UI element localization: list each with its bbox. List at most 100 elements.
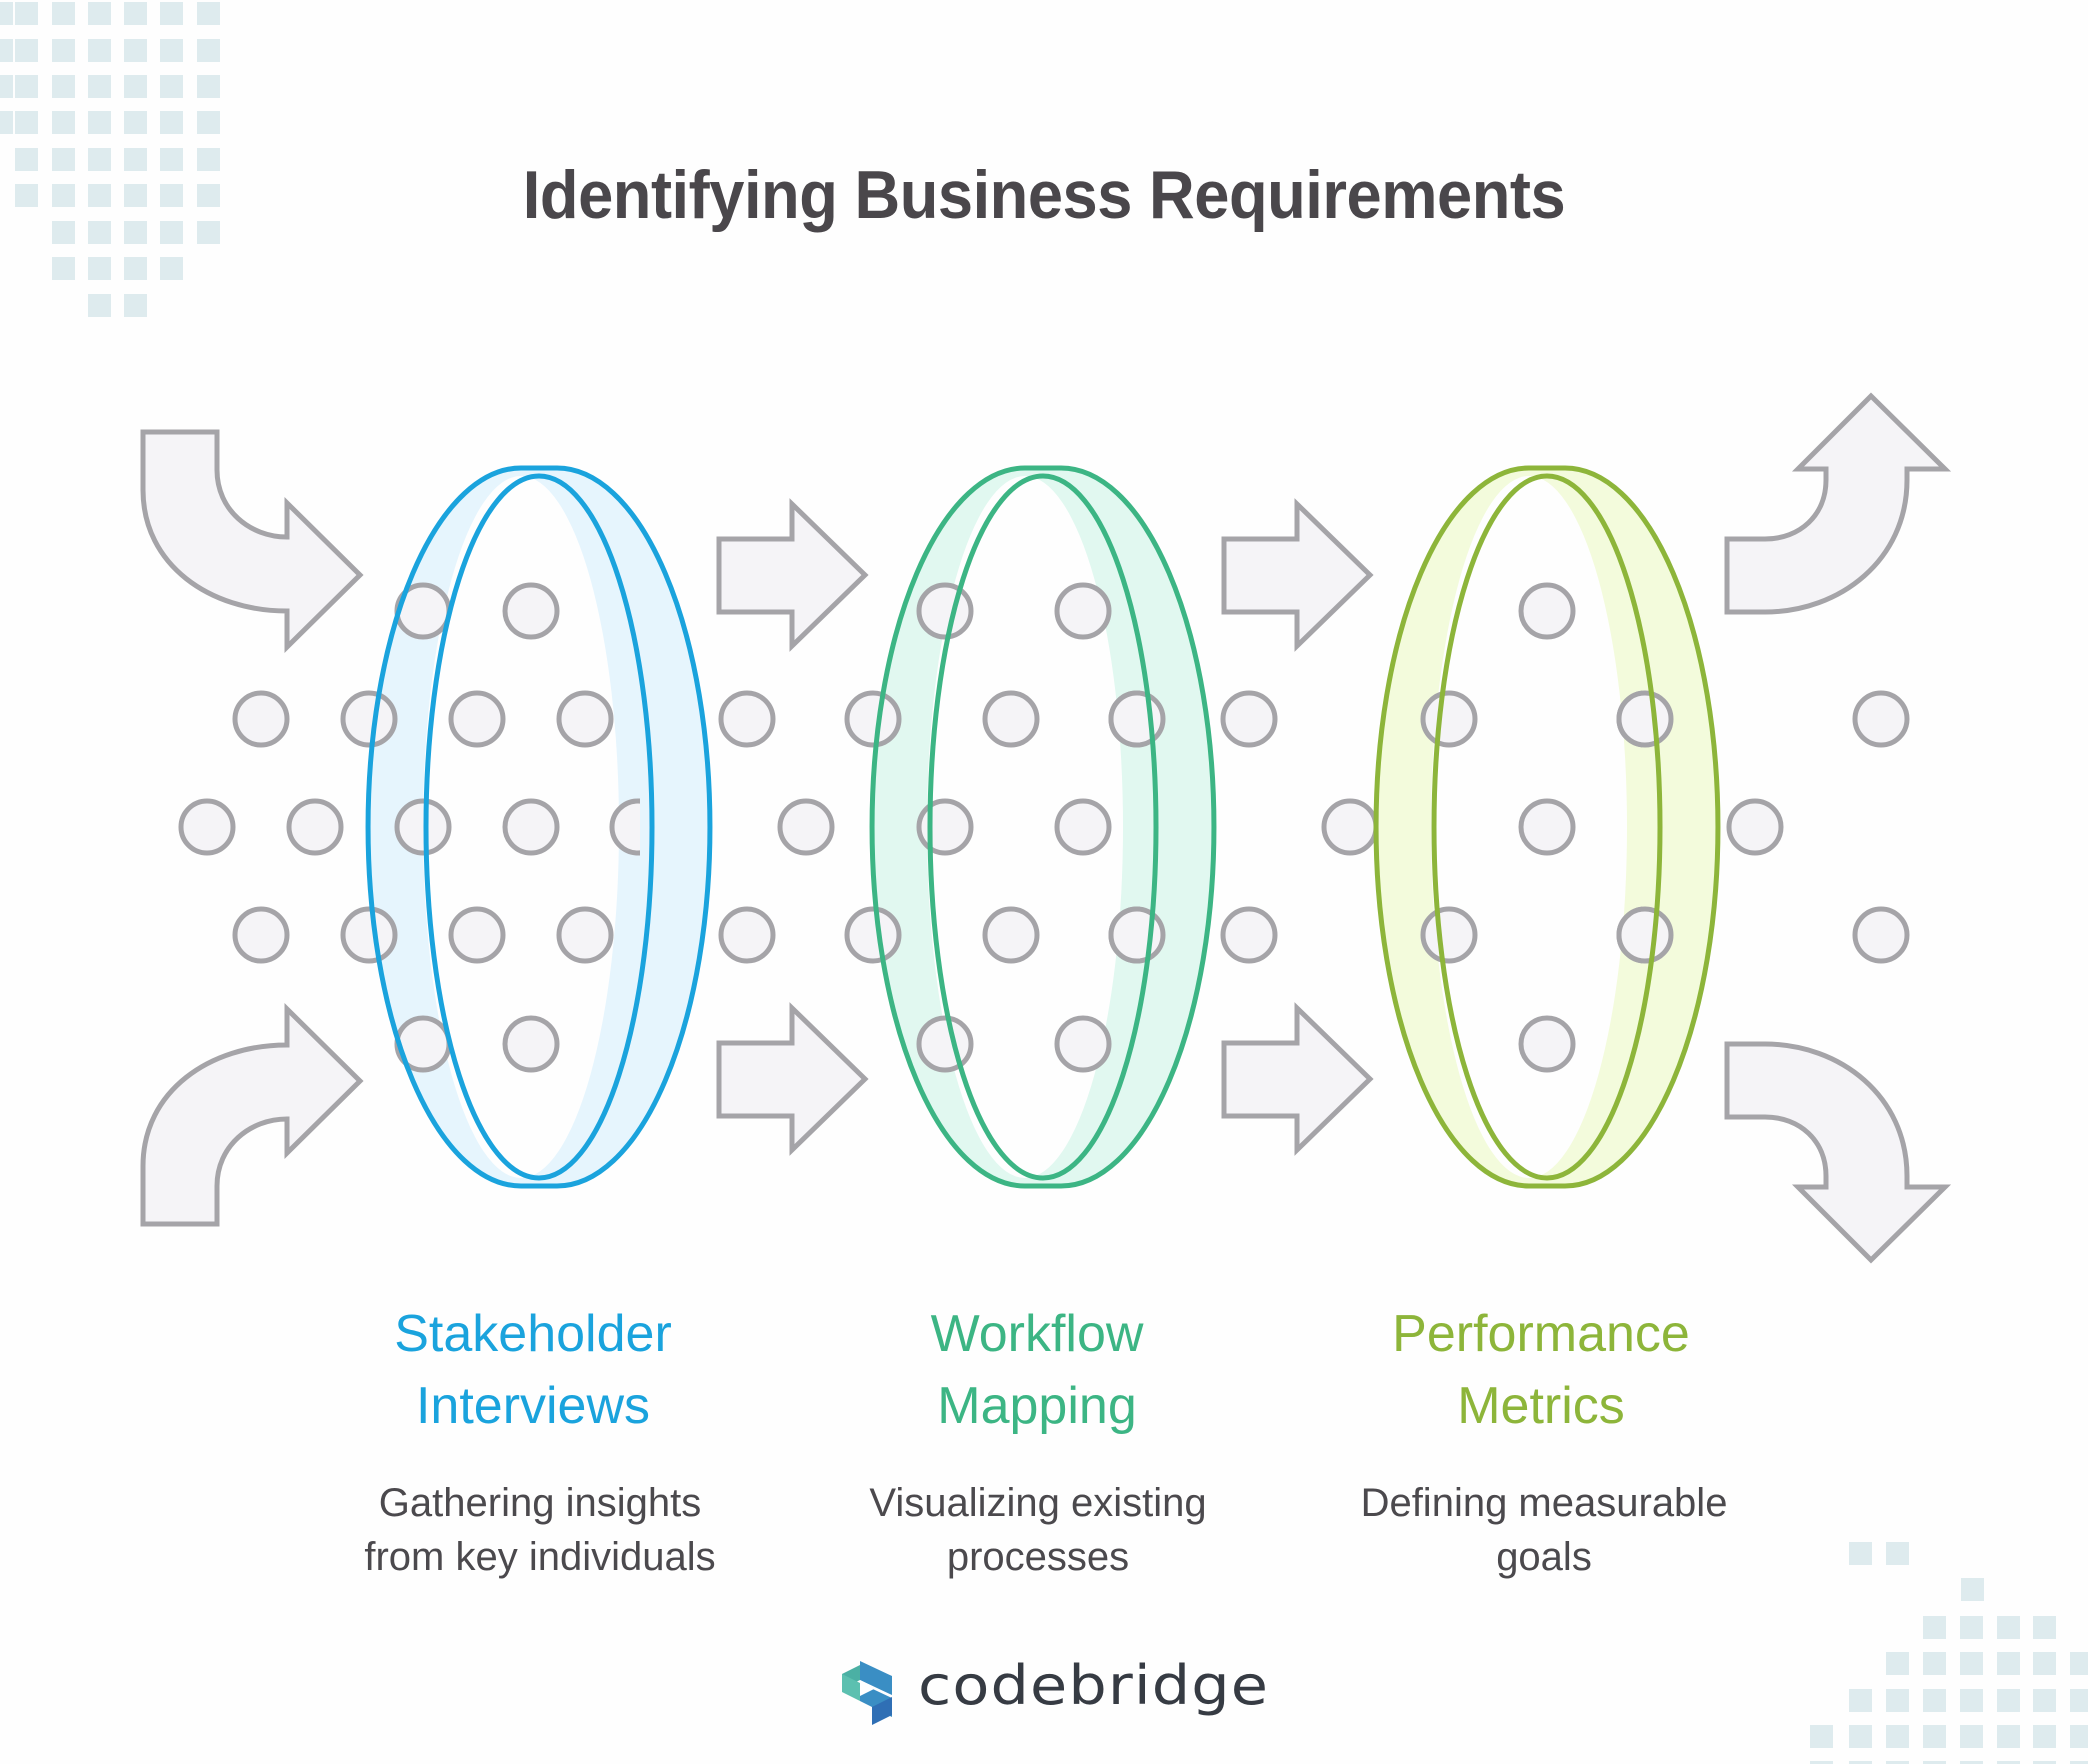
grid-square (52, 75, 75, 98)
grid-square (1886, 1542, 1909, 1565)
decorative-grid-top-left (0, 2, 220, 317)
grid-square (1849, 1761, 1872, 1764)
circle-icon (1616, 690, 1642, 748)
circle-icon (982, 906, 1040, 964)
circle-icon (1220, 690, 1278, 748)
circle-icon (232, 690, 290, 748)
circle-icon (394, 798, 452, 856)
grid-square (1886, 1652, 1909, 1675)
stage-desc-stakeholder-interviews: Gathering insights from key individuals (310, 1476, 770, 1584)
grid-square (197, 221, 220, 244)
stage-desc-performance-metrics: Defining measurable goals (1314, 1476, 1774, 1584)
ring-outline (869, 465, 1217, 1189)
particle-dots (178, 582, 1910, 1073)
grid-square (197, 2, 220, 25)
circle-icon (916, 1015, 974, 1073)
circle-icon (777, 798, 835, 856)
grid-square (160, 221, 183, 244)
grid-square (52, 148, 75, 171)
grid-square (1961, 1578, 1984, 1601)
codebridge-logo: codebridge (836, 1642, 1268, 1728)
grid-square (52, 221, 75, 244)
circle-icon (502, 1015, 560, 1073)
grid-square (1849, 1542, 1872, 1565)
grid-square (124, 2, 147, 25)
grid-square (160, 2, 183, 25)
circle-icon (232, 906, 290, 964)
grid-square (160, 257, 183, 280)
grid-square (2070, 1761, 2088, 1764)
grid-square (88, 39, 111, 62)
grid-square (1997, 1761, 2020, 1764)
curved-arrow-up-icon (1724, 392, 1952, 615)
circle-icon (718, 906, 776, 964)
grid-square (1997, 1725, 2020, 1748)
ring-outline (365, 465, 713, 1189)
stage-desc-line: goals (1496, 1535, 1592, 1579)
grid-square (1886, 1689, 1909, 1712)
curved-arrow-right-icon (140, 429, 364, 653)
circle-icon (916, 798, 974, 856)
circle-icon (1108, 690, 1140, 748)
stage-desc-line: Defining measurable (1360, 1481, 1728, 1525)
circle-icon (502, 798, 560, 856)
grid-square (1886, 1725, 1909, 1748)
circle-icon (1054, 1015, 1112, 1073)
grid-square (160, 148, 183, 171)
grid-square (160, 184, 183, 207)
arrow-right-icon (716, 1002, 869, 1156)
stage-desc-workflow-mapping: Visualizing existing processes (808, 1476, 1268, 1584)
stage-label-line: Performance (1392, 1305, 1690, 1363)
stage-label-workflow-mapping: Workflow Mapping (817, 1298, 1257, 1442)
circle-icon (1852, 906, 1910, 964)
decorative-grid-bottom-right (1810, 1542, 2088, 1764)
circle-icon (448, 906, 506, 964)
grid-square (1923, 1725, 1946, 1748)
circle-icon (1616, 906, 1642, 964)
grid-square (197, 148, 220, 171)
grid-square (15, 75, 38, 98)
grid-square (15, 148, 38, 171)
arrow-right-icon (716, 498, 869, 652)
grid-square (197, 111, 220, 134)
grid-square (124, 221, 147, 244)
grid-square (52, 111, 75, 134)
grid-square (160, 39, 183, 62)
circle-icon (286, 798, 344, 856)
circle-icon (916, 582, 974, 640)
grid-square (197, 184, 220, 207)
grid-square (2033, 1761, 2056, 1764)
grid-square (0, 2, 13, 25)
circle-icon (1852, 690, 1910, 748)
grid-square (1810, 1761, 1833, 1764)
grid-square (1923, 1652, 1946, 1675)
grid-square (88, 184, 111, 207)
circle-icon (1321, 798, 1379, 856)
grid-square (52, 39, 75, 62)
grid-square (1997, 1689, 2020, 1712)
grid-square (1886, 1761, 1909, 1764)
circle-icon (1726, 798, 1784, 856)
grid-square (88, 111, 111, 134)
grid-square (1960, 1761, 1983, 1764)
grid-square (52, 2, 75, 25)
grid-square (88, 2, 111, 25)
circle-icon (1054, 798, 1112, 856)
grid-square (124, 148, 147, 171)
grid-square (124, 111, 147, 134)
circle-icon (1518, 798, 1576, 856)
circle-icon (556, 690, 614, 748)
stage-label-line: Metrics (1457, 1377, 1625, 1435)
circle-icon (844, 906, 902, 964)
stage-label-stakeholder-interviews: Stakeholder Interviews (313, 1298, 753, 1442)
grid-square (197, 75, 220, 98)
curved-arrow-right-icon (140, 1003, 364, 1227)
grid-square (15, 39, 38, 62)
grid-square (1849, 1725, 1872, 1748)
circle-icon (1420, 906, 1478, 964)
codebridge-logo-mark-icon (842, 1646, 892, 1725)
grid-square (88, 221, 111, 244)
stage-desc-line: from key individuals (364, 1535, 716, 1579)
grid-square (1960, 1616, 1983, 1639)
